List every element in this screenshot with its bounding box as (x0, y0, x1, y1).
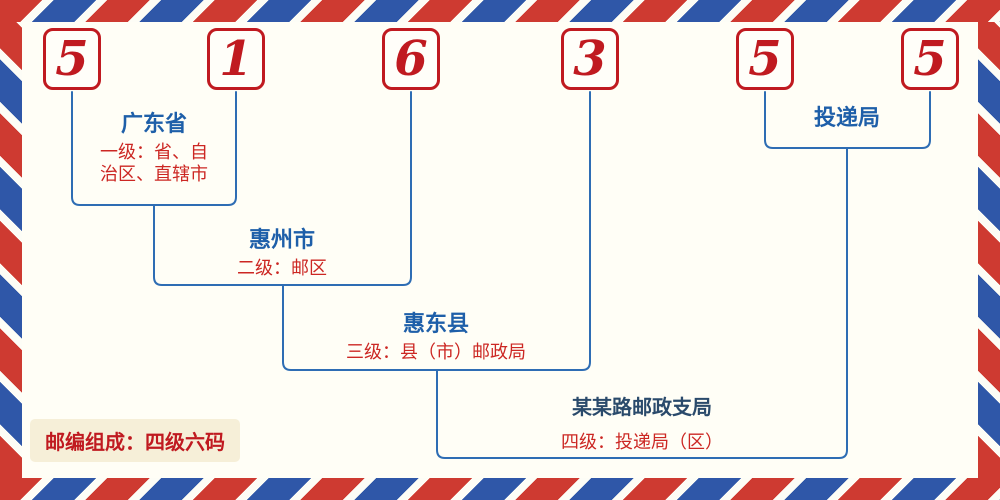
digit: 5 (913, 31, 947, 87)
level1-desc-line1: 一级：省、自 (100, 142, 208, 163)
airmail-border-right (978, 22, 1000, 478)
level3-desc: 三级：县（市）邮政局 (346, 342, 526, 363)
digit-box-3: 6 (382, 28, 440, 90)
level4-name: 某某路邮政支局 (572, 395, 712, 419)
bracket-level4 (436, 147, 848, 459)
level4-desc: 四级：投递局（区） (561, 432, 723, 453)
digit-box-5: 5 (736, 28, 794, 90)
digit: 6 (394, 31, 428, 87)
digit: 5 (748, 31, 782, 87)
level2-label: 惠州市 二级：邮区 (237, 228, 327, 280)
level1-label: 广东省 一级：省、自 治区、直辖市 (100, 112, 208, 186)
level3-label: 惠东县 三级：县（市）邮政局 (346, 312, 526, 364)
digit: 5 (55, 31, 89, 87)
digit-box-4: 3 (561, 28, 619, 90)
level2-desc: 二级：邮区 (237, 258, 327, 279)
level3-name: 惠东县 (402, 312, 469, 337)
delivery-office-name: 投递局 (813, 106, 881, 131)
level2-name: 惠州市 (248, 228, 315, 253)
digit-box-1: 5 (43, 28, 101, 90)
digit-box-2: 1 (207, 28, 265, 90)
bracket-delivery (764, 91, 931, 149)
digit: 3 (573, 31, 607, 87)
airmail-border-left (0, 22, 22, 478)
level1-name: 广东省 (120, 112, 187, 137)
airmail-border-bottom (0, 478, 1000, 500)
digit: 1 (219, 31, 253, 87)
airmail-border-top (0, 0, 1000, 22)
level1-desc-line2: 治区、直辖市 (100, 164, 208, 185)
level4-label: 某某路邮政支局 四级：投递局（区） (561, 394, 723, 454)
composition-badge: 邮编组成：四级六码 (30, 419, 240, 462)
delivery-office-label: 投递局 (814, 106, 880, 132)
digit-box-6: 5 (901, 28, 959, 90)
